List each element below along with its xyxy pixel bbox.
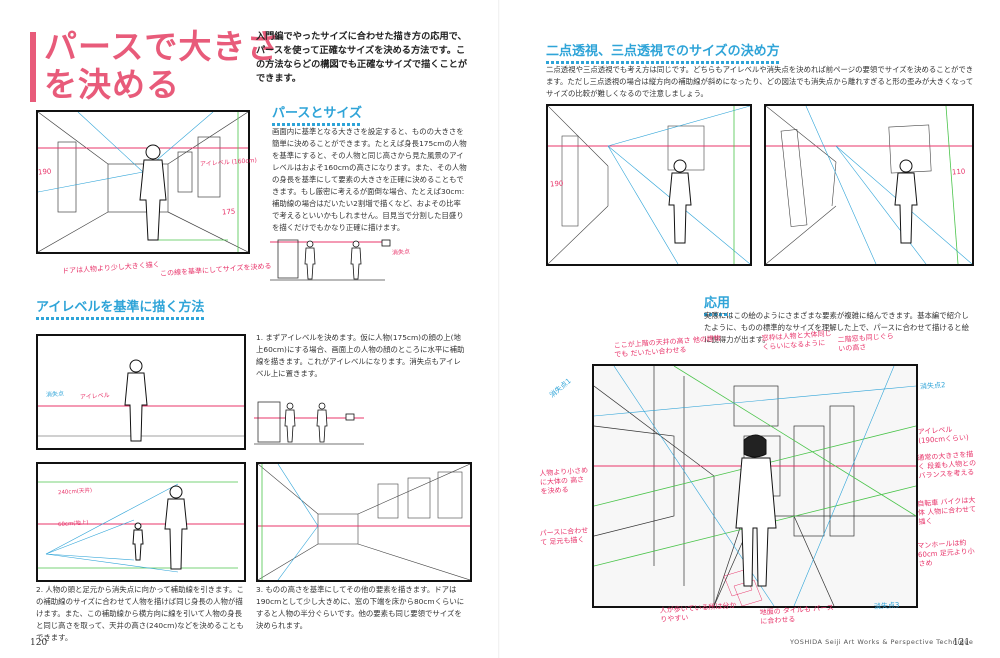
note-a2: 窓枠は人物と大体同じくらいになるように xyxy=(761,329,832,352)
body-perspective-size: 画面内に基準となる大きさを設定すると、ものの大きさを簡単に決めることができます。… xyxy=(272,127,467,232)
corridor-illustration xyxy=(36,110,250,254)
note-a1: ここが上階の天井の高さ 他の建物でも だいたい合わせる xyxy=(613,334,722,359)
running-footer: YOSHIDA Seiji Art Works & Perspective Te… xyxy=(790,638,974,646)
guideline-illustration xyxy=(36,462,246,582)
body-application: 実際にはこの絵のようにさまざまな要素が複雑に絡んできます。基本編で紹介したように… xyxy=(704,311,969,344)
eyelevel-drawing xyxy=(38,359,244,442)
eyelevel-illustration xyxy=(36,334,246,450)
two-point-drawing xyxy=(548,106,750,264)
street-illustration xyxy=(592,364,918,608)
corridor-narrow-drawing xyxy=(258,464,470,580)
page-number-left: 120 xyxy=(30,638,48,648)
three-point-illustration xyxy=(764,104,974,266)
note-vp2: 消失点2 xyxy=(919,381,946,391)
corridor-drawing xyxy=(38,112,248,252)
note-vp1: 消失点1 xyxy=(548,376,573,400)
step3-text: 3. ものの高さを基準にしてその他の要素を描きます。ドアは190cmとして少し大… xyxy=(256,585,465,630)
note-a6: マンホールは約60cm 足元より小さめ xyxy=(917,538,975,569)
intro-text: 入門編でやったサイズに合わせた描き方の応用で、パースを使って正確なサイズを決める… xyxy=(256,31,468,84)
right-page: 二点透視、三点透視でのサイズの決め方 二点透視や三点透視でも考え方は同じです。ど… xyxy=(500,0,1000,658)
note-eyelevel-r: アイレベル (190cmくらい) xyxy=(917,425,970,446)
note-door: ドアは人物より少し大きく描く xyxy=(61,260,160,276)
page-number-right: 121 xyxy=(952,638,970,648)
note-vp3: 消失点3 xyxy=(873,601,900,611)
note-a5: 自転車 バイクは大体 人物に合わせて描く xyxy=(917,496,977,527)
step2-text: 2. 人物の頭と足元から消失点に向かって補助線を引きます。この補助線のサイズに合… xyxy=(36,585,244,642)
two-point-illustration xyxy=(546,104,752,266)
note-190: 190 xyxy=(37,167,52,177)
note-a3: 二階窓も同じぐらいの高さ xyxy=(837,332,894,354)
heading-application: 応用 xyxy=(704,292,730,316)
step1-text: 1. まずアイレベルを決めます。仮に人物(175cm)の顔の上(地上60cm)に… xyxy=(256,333,465,378)
note-vp: 消失点 xyxy=(391,248,411,257)
note-175: 175 xyxy=(221,207,236,217)
guideline-drawing xyxy=(38,481,244,573)
note-a8: パースに合わせて 足元も描く xyxy=(539,526,589,547)
note-a7: 人物より小さめに大体の 高さを決める xyxy=(539,466,589,496)
street-drawing xyxy=(594,366,916,606)
step1-diagram xyxy=(254,398,364,448)
heading-perspective-size: パースとサイズ xyxy=(272,102,362,126)
step1-drawing xyxy=(254,401,364,445)
note-f110: 110 xyxy=(951,167,966,177)
heading-eyelevel-method: アイレベルを基準に描く方法 xyxy=(36,296,204,320)
heading-2pt-3pt: 二点透視、三点透視でのサイズの決め方 xyxy=(546,40,780,64)
corridor-narrow-illustration xyxy=(256,462,472,582)
note-f190: 190 xyxy=(549,179,564,189)
note-floor: この線を基準にしてサイズを決める xyxy=(159,262,272,278)
window-figure-diagram xyxy=(270,234,400,284)
left-page: パースで大きさ を決める 入門編でやったサイズに合わせた描き方の応用で、パースを… xyxy=(0,0,500,658)
page-title: パースで大きさ を決める xyxy=(44,27,281,104)
body-2pt-3pt: 二点透視や三点透視でも考え方は同じです。どちらもアイレベルや消失点を決めれば前ペ… xyxy=(546,65,974,98)
three-point-drawing xyxy=(766,106,972,264)
note-vp-panel-b: 消失点 xyxy=(45,390,65,399)
title-accent-bar xyxy=(30,32,36,102)
note-a4: 通常の大きさを描く 段差も人物とのバランスを考える xyxy=(917,450,977,481)
window-figure-drawing xyxy=(270,239,391,281)
